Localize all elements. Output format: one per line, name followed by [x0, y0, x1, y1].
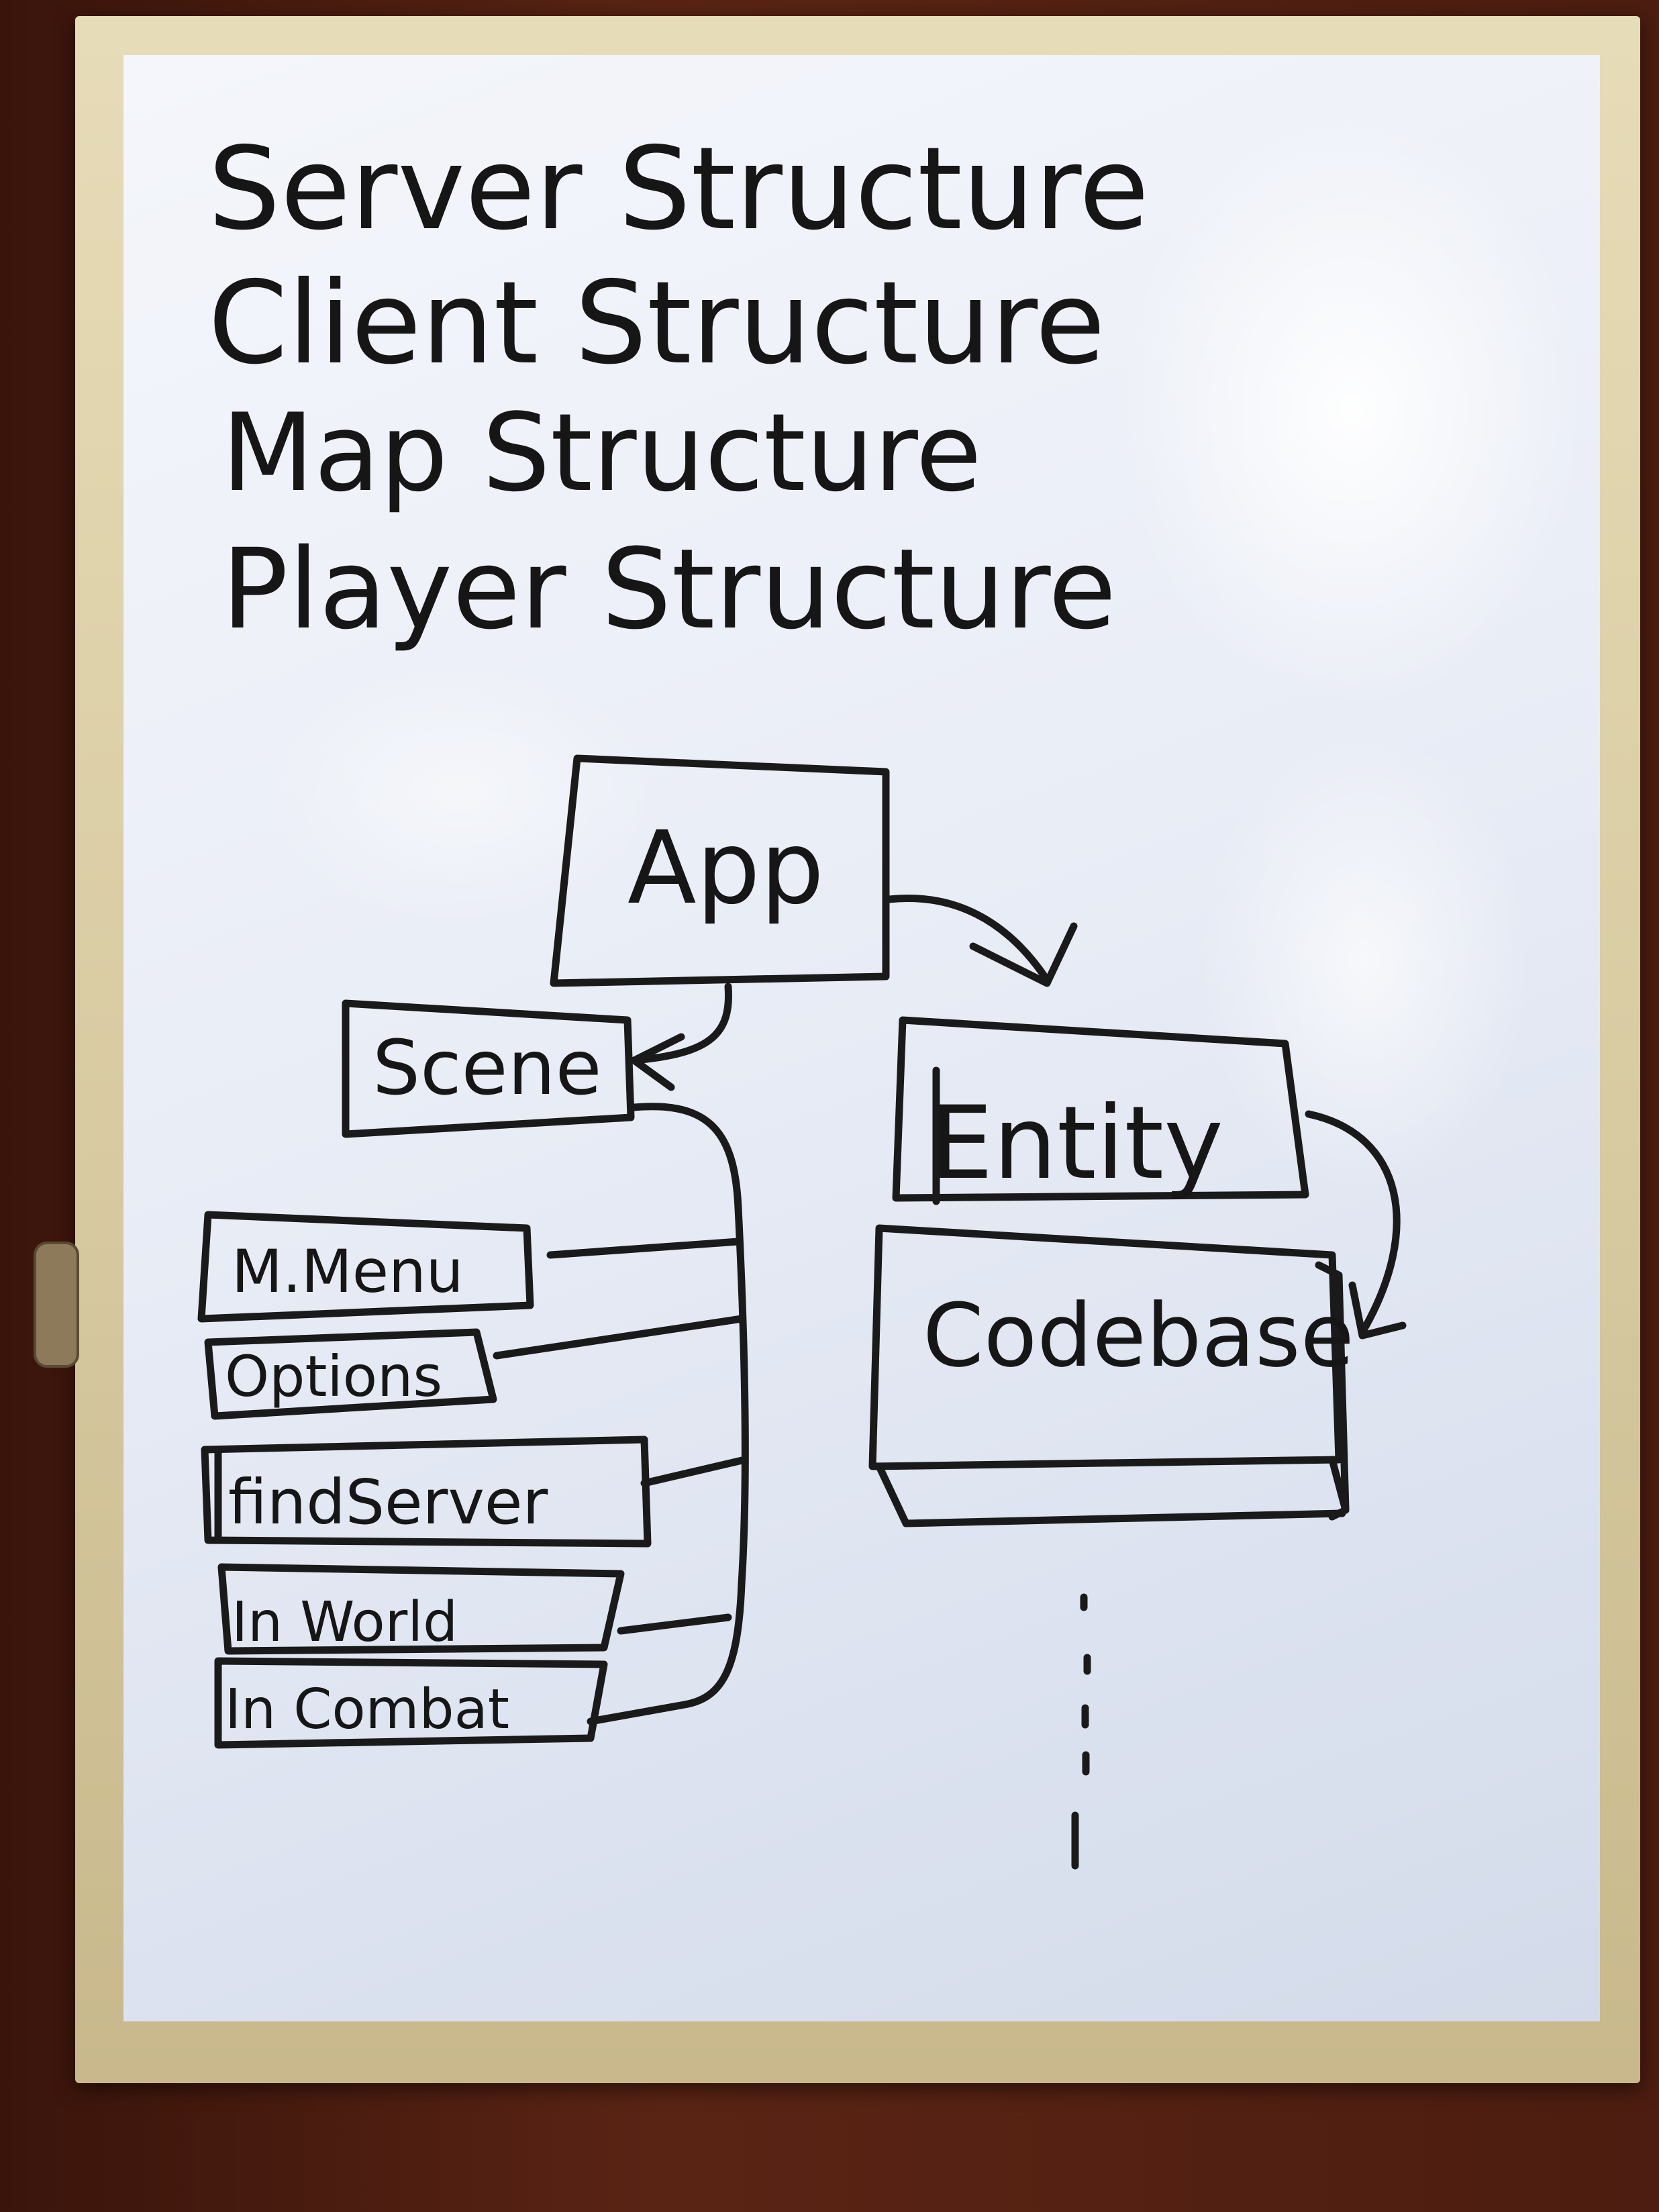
scene-item-label: M.Menu — [232, 1237, 464, 1306]
title-line-client: Client Structure — [208, 257, 1105, 390]
scene-item-mmenu: M.Menu — [197, 1211, 534, 1323]
scene-item-incombat: In Combat — [214, 1657, 608, 1749]
scene-item-options: Options — [204, 1328, 497, 1420]
title-line-map: Map Structure — [221, 390, 982, 515]
scene-item-label: In World — [232, 1591, 458, 1654]
arrow-entity-to-codebase — [1305, 1110, 1407, 1340]
scene-bracket — [587, 1103, 749, 1725]
scene-item-inworld: In World — [217, 1563, 625, 1655]
app-node: App — [550, 754, 890, 987]
continuation-dots — [1071, 1593, 1091, 1870]
title-line-player: Player Structure — [221, 525, 1116, 654]
scene-item-label: In Combat — [225, 1678, 509, 1742]
scene-label: Scene — [372, 1025, 601, 1112]
codebase-label: Codebase — [923, 1285, 1354, 1387]
app-label: App — [627, 810, 824, 927]
scene-item-label: findServer — [228, 1466, 548, 1538]
entity-label: Entity — [929, 1085, 1223, 1202]
scene-item-label: Options — [225, 1344, 442, 1409]
scene-item-findserver: findServer — [201, 1436, 652, 1548]
arrow-app-to-entity — [885, 895, 1078, 987]
entity-node: Entity — [892, 1016, 1309, 1205]
scene-node: Scene — [342, 999, 635, 1138]
title-line-server: Server Structure — [208, 123, 1149, 256]
codebase-node: Codebase — [868, 1224, 1354, 1527]
arrow-app-to-scene — [630, 983, 733, 1091]
door-latch — [34, 1242, 79, 1368]
